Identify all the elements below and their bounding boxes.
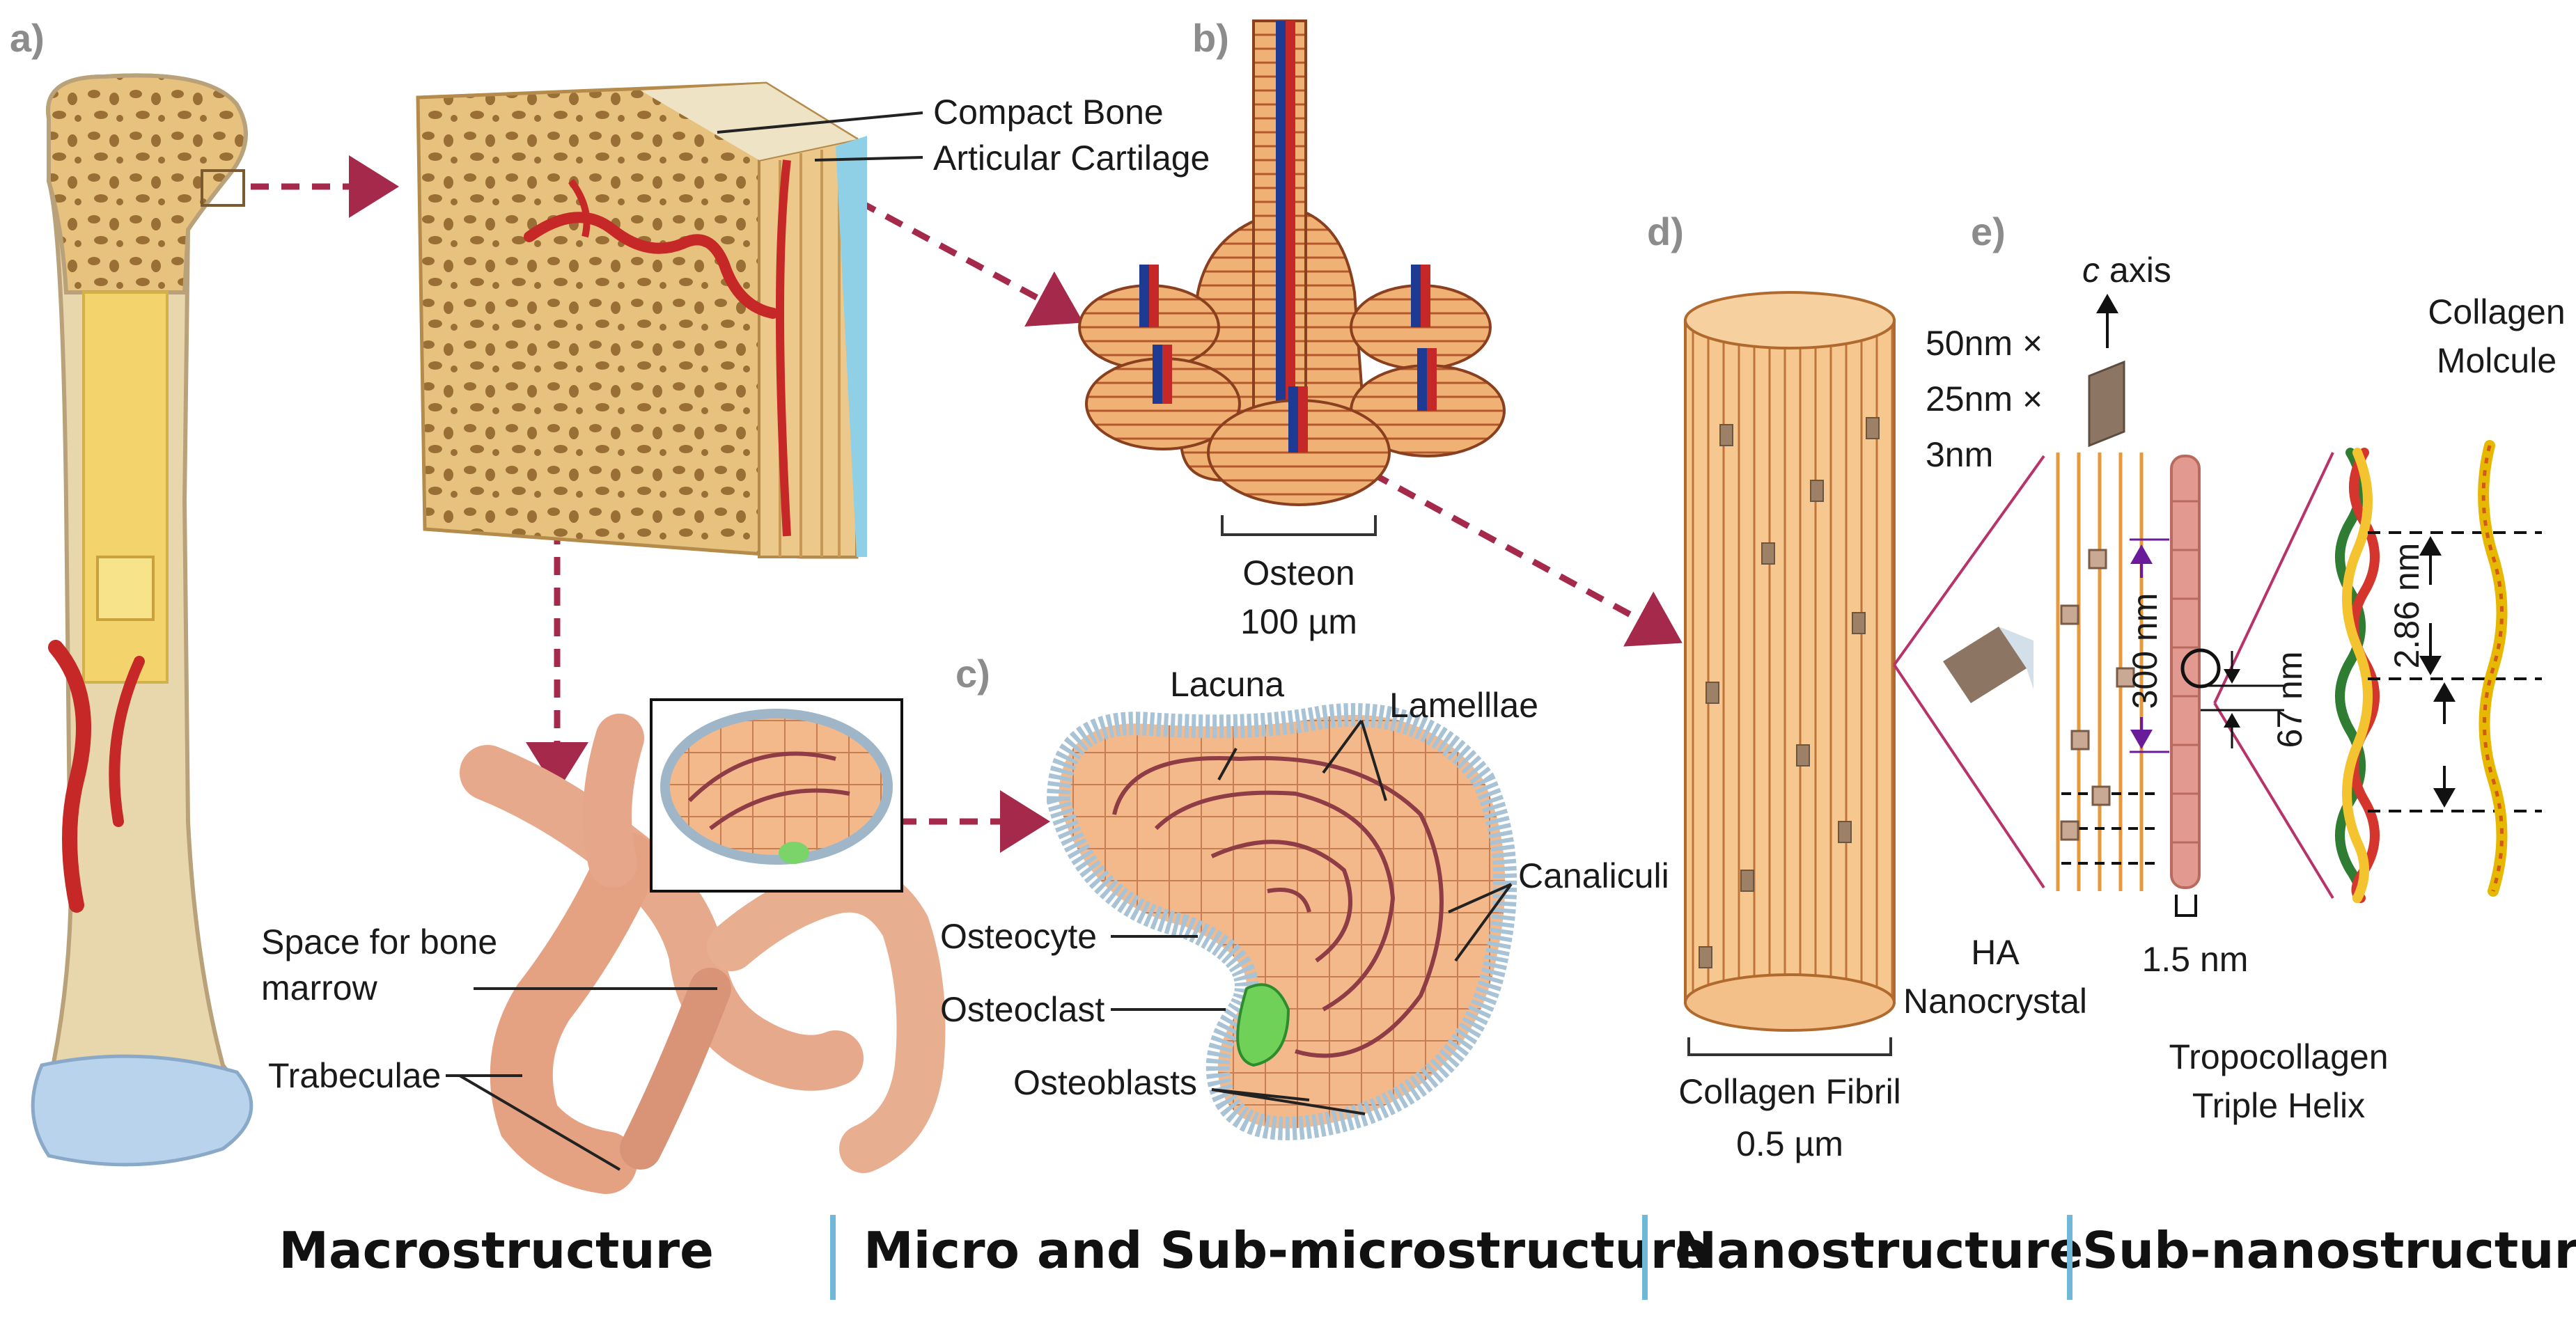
- label-tropo-1: Tropocollagen: [2169, 1037, 2388, 1076]
- small-osteon-bottom-left: [1085, 345, 1241, 450]
- label-collagen-fibril-size: 0.5 µm: [1736, 1124, 1843, 1163]
- panel-label-c: c): [955, 652, 990, 696]
- osteon-crosssection: [1046, 702, 1517, 1140]
- label-canaliculi: Canaliculi: [1518, 856, 1669, 895]
- osteon-model: [1078, 19, 1506, 506]
- scale-label-nano: Nanostructure: [1675, 1221, 2084, 1280]
- osteon-scale-bracket: [1221, 515, 1377, 536]
- small-osteon-left: [1078, 265, 1220, 370]
- crystal-axis-block: [2088, 360, 2125, 448]
- label-osteon: Osteon: [1242, 553, 1355, 592]
- panel-label-e: e): [1971, 210, 2006, 253]
- small-osteon-bottom-right: [1350, 348, 1506, 457]
- panel-label-a: a): [10, 16, 45, 60]
- label-crystal-dim-3: 3nm: [1926, 435, 1993, 474]
- gap-300-marker: [2130, 538, 2169, 753]
- gap-67-marker: [2201, 651, 2284, 748]
- label-osteoclast: Osteoclast: [940, 990, 1104, 1029]
- panel-label-d: d): [1647, 210, 1684, 253]
- tropocollagen-strand: [2170, 455, 2221, 889]
- panel-label-b: b): [1192, 16, 1229, 60]
- label-marrow-1: Space for bone: [261, 922, 497, 961]
- label-marrow-2: marrow: [261, 968, 378, 1007]
- pitch-arrows: [2419, 536, 2456, 808]
- scale-subnano: Sub-nanostructure: [2082, 1184, 2576, 1317]
- zoom-lines: [1893, 452, 2334, 899]
- scale-divider-2: [1642, 1215, 1648, 1300]
- label-ha-2: Nanocrystal: [1903, 982, 2087, 1021]
- scale-divider-3: [2067, 1215, 2072, 1300]
- label-lamellae: Lamelllae: [1389, 686, 1538, 725]
- collagen-fibril: [1684, 291, 1896, 1032]
- leader-compact-bone: [717, 111, 923, 134]
- crosssection-leaders: [1111, 719, 1513, 1115]
- scale-label-macro: Macrostructure: [279, 1221, 714, 1280]
- leader-trabeculae: [446, 1074, 621, 1171]
- scale-label-micro: Micro and Sub-microstructure: [864, 1221, 1710, 1280]
- pitch-lines: [2368, 531, 2542, 812]
- long-bone: [31, 73, 253, 1167]
- mineralized-fibril: [2056, 453, 2159, 891]
- arrow-osteon-to-fibril: [1370, 471, 1683, 647]
- label-collagen-fibril: Collagen Fibril: [1678, 1072, 1901, 1111]
- bone-block: [416, 81, 867, 559]
- triple-helix: [2335, 448, 2380, 903]
- label-compact-bone: Compact Bone: [933, 93, 1164, 132]
- label-osteocyte: Osteocyte: [940, 917, 1097, 956]
- label-articular-cartilage: Articular Cartilage: [933, 139, 1210, 178]
- label-1-5nm: 1.5 nm: [2142, 940, 2249, 979]
- label-crystal-dim-2: 25nm ×: [1926, 379, 2043, 418]
- label-molecule-1: Collagen: [2428, 292, 2565, 331]
- label-crystal-dim-1: 50nm ×: [1926, 324, 2043, 363]
- label-trabeculae: Trabeculae: [268, 1056, 441, 1095]
- osteoclast-cell: [1236, 983, 1290, 1067]
- osteon-crosssection-inset: [650, 698, 903, 893]
- width-bracket: [2175, 895, 2197, 917]
- scale-nano: Nanostructure: [1675, 1184, 2083, 1317]
- scale-label-subnano: Sub-nanostructure: [2082, 1221, 2576, 1280]
- scale-micro: Micro and Sub-microstructure: [864, 1184, 1709, 1317]
- label-300nm: 300 nm: [2125, 593, 2164, 709]
- small-osteon-front: [1207, 386, 1391, 506]
- fibril-scale-bracket: [1687, 1037, 1892, 1056]
- label-67nm: 67 nm: [2270, 652, 2309, 748]
- label-c-axis: c axis: [2082, 251, 2171, 290]
- leader-articular-cartilage: [814, 156, 923, 162]
- ha-crystal-3d: [1943, 360, 2125, 703]
- label-tropo-2: Triple Helix: [2192, 1086, 2365, 1125]
- label-lacuna: Lacuna: [1170, 665, 1284, 704]
- label-osteon-size: 100 µm: [1240, 602, 1357, 641]
- label-ha-1: HA: [1971, 933, 2020, 972]
- small-osteon-right: [1350, 265, 1492, 370]
- label-molecule-2: Molcule: [2437, 341, 2557, 380]
- label-pitch: 2.86 nm: [2387, 543, 2426, 669]
- scale-macro: Macrostructure: [0, 1184, 829, 1317]
- scale-divider-1: [830, 1215, 836, 1300]
- label-osteoblasts: Osteoblasts: [1013, 1063, 1197, 1102]
